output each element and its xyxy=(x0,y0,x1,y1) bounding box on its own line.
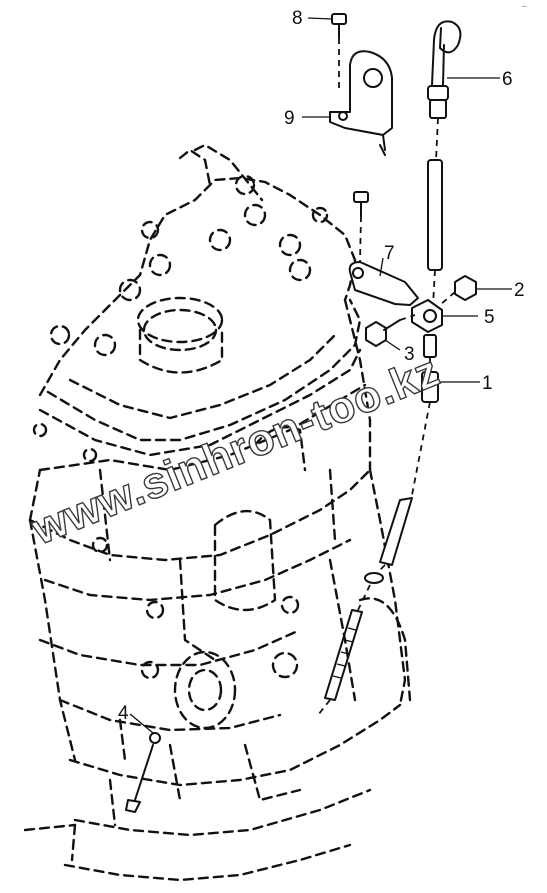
dipstick-part-6 xyxy=(427,20,462,306)
tube-bracket-part-7 xyxy=(348,191,419,306)
callout-7: 7 xyxy=(384,243,395,264)
callout-2: 2 xyxy=(514,280,525,301)
nut-part-2 xyxy=(439,275,477,306)
bolt-part-8 xyxy=(331,13,347,90)
callout-5: 5 xyxy=(484,307,495,328)
callout-9: 9 xyxy=(284,108,295,129)
clamp-part-5 xyxy=(411,299,443,333)
plug-part-4 xyxy=(125,732,161,813)
engine-block xyxy=(23,143,412,882)
callout-6: 6 xyxy=(502,69,513,90)
leader-lines xyxy=(129,17,512,734)
callout-8: 8 xyxy=(292,8,303,29)
tube-part-1 xyxy=(317,334,439,716)
callout-labels: 8 9 6 7 2 5 3 1 4 — xyxy=(118,4,527,724)
callout-4: 4 xyxy=(118,703,129,724)
bolt-part-3 xyxy=(365,314,416,347)
bracket-part-9 xyxy=(329,50,393,156)
corner-mark: — xyxy=(522,4,527,10)
callout-1: 1 xyxy=(482,373,493,394)
callout-3: 3 xyxy=(404,344,415,365)
